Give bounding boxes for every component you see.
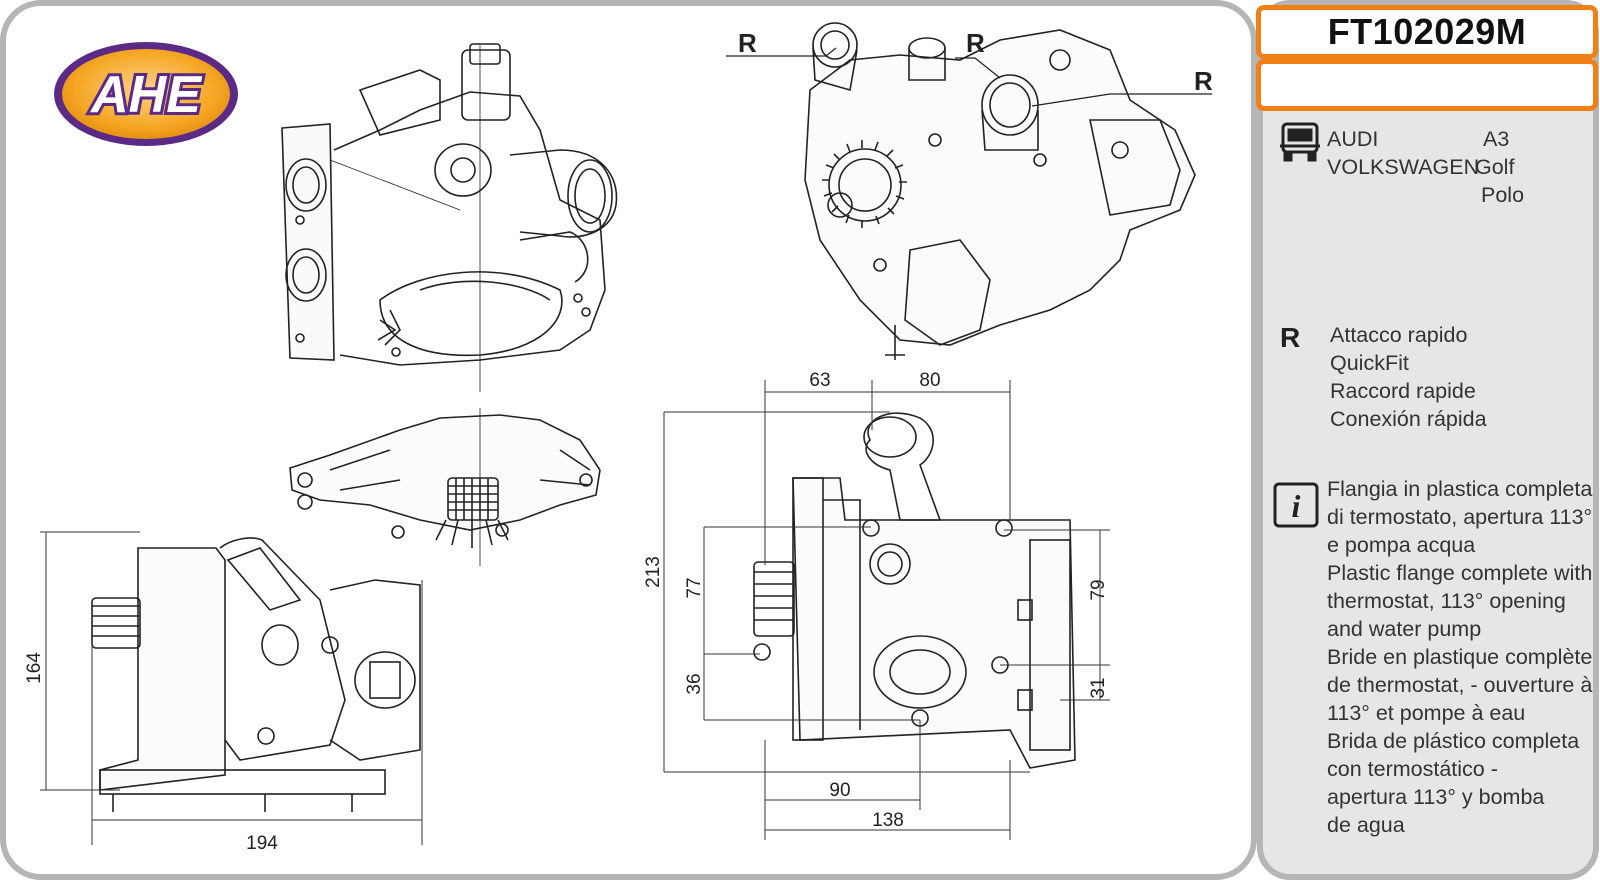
legend-line-3: Raccord rapide: [1330, 379, 1476, 403]
dim-164: 164: [24, 652, 45, 684]
dim-194: 194: [246, 833, 278, 854]
legend-line-4: Conexión rápida: [1330, 407, 1487, 431]
info-icon: i: [1273, 482, 1319, 528]
car-icon: [1280, 122, 1320, 162]
pump-side-view: [91, 537, 421, 812]
dim-63: 63: [809, 370, 830, 391]
info-line-10: Brida de plástico completa: [1327, 729, 1580, 753]
product-code: FT102029M: [1256, 5, 1598, 59]
dim-77: 77: [684, 577, 705, 598]
dim-80: 80: [919, 370, 940, 391]
info-line-6: and water pump: [1327, 617, 1482, 641]
info-line-3: e pompa acqua: [1327, 533, 1476, 557]
info-line-12: apertura 113° y bomba: [1327, 785, 1545, 809]
info-line-1: Flangia in plastica completa: [1327, 477, 1593, 501]
side-view-dimension-lines: [40, 531, 423, 845]
pump-front-view: [753, 412, 1076, 769]
dim-138: 138: [872, 810, 904, 831]
callout-r-2: R: [966, 28, 985, 58]
info-line-9: 113° et pompe à eau: [1327, 701, 1526, 725]
dim-90: 90: [829, 780, 850, 801]
legend-line-1: Attacco rapido: [1330, 323, 1468, 347]
svg-text:i: i: [1292, 488, 1301, 524]
legend-line-2: QuickFit: [1330, 351, 1409, 375]
pump-bottom-view: [289, 408, 601, 566]
dim-213: 213: [643, 556, 664, 588]
info-line-7: Bride en plastique complète: [1327, 645, 1593, 669]
legend-symbol: R: [1280, 322, 1301, 353]
vehicle-make-2: VOLKSWAGEN: [1327, 155, 1480, 179]
quickfit-callouts: [726, 47, 1212, 107]
info-line-11: con termostático -: [1327, 757, 1498, 781]
info-panel: [1257, 0, 1599, 880]
pump-isometric-view-right: [804, 22, 1196, 360]
svg-text:AHE: AHE: [89, 66, 202, 124]
brand-logo: AHE: [54, 42, 238, 146]
vehicle-model-3: Polo: [1481, 183, 1525, 207]
pump-isometric-view-left: [281, 43, 618, 392]
dim-31: 31: [1088, 677, 1109, 698]
vehicle-make-1: AUDI: [1327, 127, 1379, 151]
vehicle-model-1: A3: [1483, 127, 1510, 151]
info-line-2: di termostato, apertura 113°: [1327, 505, 1593, 529]
dim-36: 36: [684, 673, 705, 694]
dim-79: 79: [1088, 579, 1109, 600]
front-view-dimension-lines: [663, 380, 1110, 840]
info-line-8: de thermostat, - ouverture à: [1327, 673, 1593, 697]
info-line-13: de agua: [1327, 813, 1405, 837]
callout-r-1: R: [738, 28, 757, 58]
cross-reference-box: [1256, 59, 1598, 111]
callout-r-3: R: [1194, 66, 1213, 96]
vehicle-model-2: Golf: [1475, 155, 1515, 179]
info-line-5: thermostat, 113° opening: [1327, 589, 1566, 613]
info-line-4: Plastic flange complete with: [1327, 561, 1593, 585]
